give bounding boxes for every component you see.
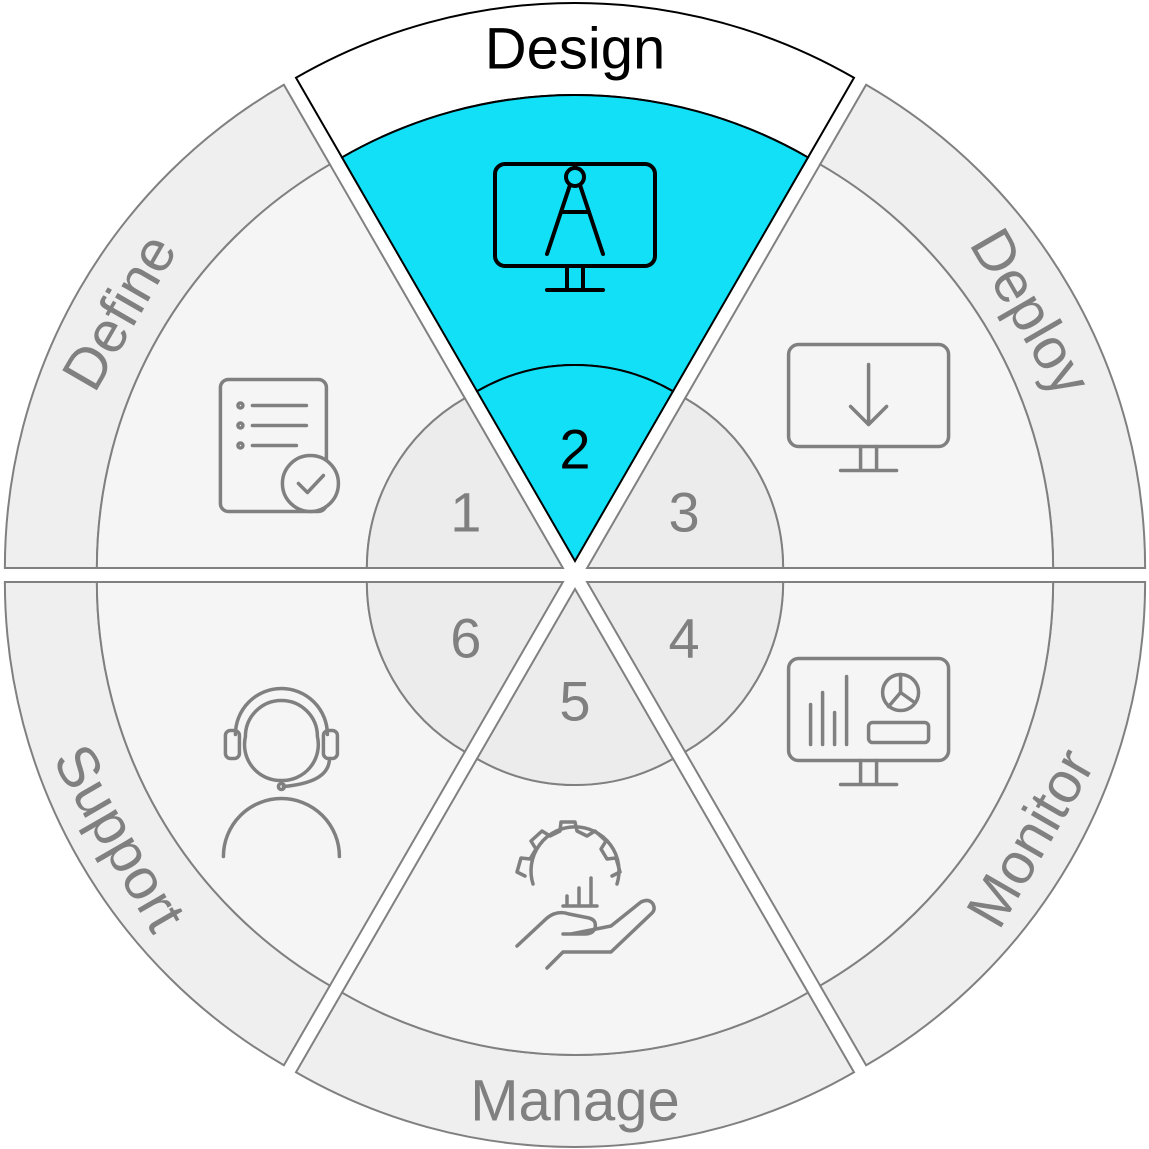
- step-design[interactable]: Design 2: [294, 2, 856, 564]
- step-manage[interactable]: Manage 5: [294, 586, 856, 1148]
- number-zone: [475, 364, 675, 564]
- number-zone: [475, 586, 675, 786]
- number-zone: [365, 396, 565, 569]
- step-number: 3: [669, 481, 700, 544]
- number-zone: [585, 581, 785, 754]
- step-number: 4: [669, 607, 700, 670]
- monitor-analytics-icon: [786, 656, 951, 787]
- headset-agent-icon: [221, 686, 342, 859]
- monitor-download-icon: [786, 342, 951, 473]
- step-label: Design: [485, 17, 666, 82]
- number-zone: [585, 396, 785, 569]
- number-zone: [365, 581, 565, 754]
- step-number: 2: [559, 418, 590, 481]
- step-number: 5: [559, 670, 590, 733]
- step-number: 6: [450, 607, 481, 670]
- checklist-document-icon: [218, 377, 341, 514]
- step-label: Manage: [470, 1069, 680, 1134]
- step-number: 1: [450, 481, 481, 544]
- monitor-compass-icon: [493, 162, 657, 292]
- hand-gear-chart-icon: [515, 820, 656, 970]
